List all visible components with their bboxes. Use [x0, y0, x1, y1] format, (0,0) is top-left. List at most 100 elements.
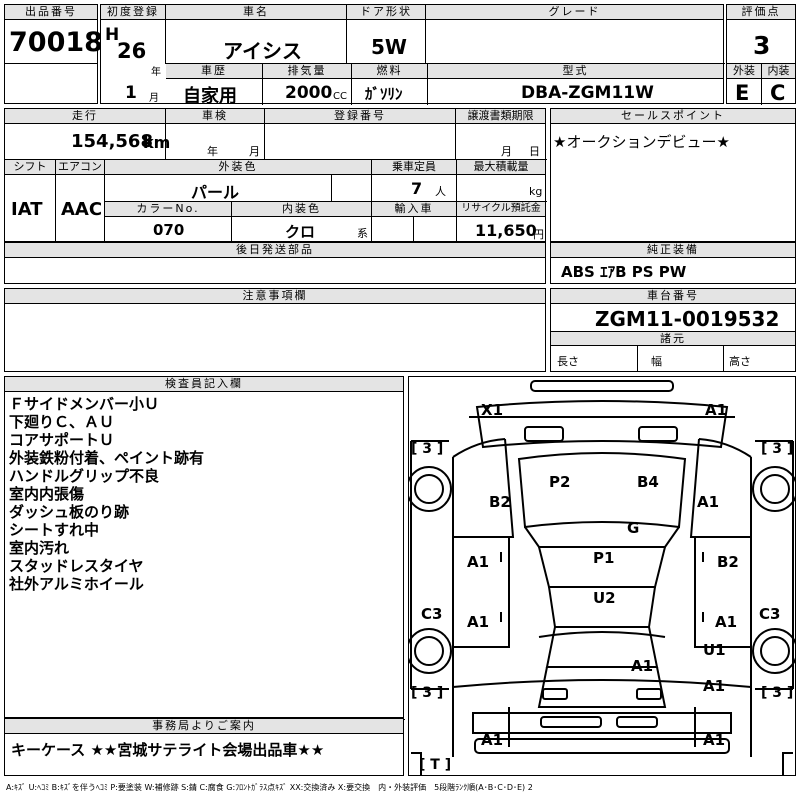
persons-suffix: 人	[435, 185, 446, 198]
legend: A:ｷｽﾞ U:ﾍｺﾐ B:ｷｽﾞを伴うﾍｺﾐ P:要塗装 W:補修跡 S:錆 …	[6, 783, 533, 792]
car-outline	[409, 380, 795, 775]
label-A1-rear-right: A1	[703, 677, 726, 695]
year-suffix: 年	[151, 67, 161, 78]
chassis-box: 車台番号 ZGM11-0019532 諸元 長さ 幅 高さ	[550, 288, 796, 372]
km-suffix: km	[143, 133, 171, 152]
transfer-day-suffix: 日	[529, 145, 540, 158]
first-reg-month: 1	[125, 83, 137, 103]
inspector-note: コアサポートＵ	[9, 431, 115, 449]
color-no-header: カラーNo.	[105, 202, 231, 217]
label-U1: U1	[703, 641, 726, 659]
model-header: 型式	[428, 64, 723, 79]
recycle-header: リサイクル預託金	[457, 202, 545, 217]
cc-suffix: CC	[333, 91, 347, 102]
aircon: AAC	[61, 199, 103, 220]
label-B4: B4	[637, 473, 659, 491]
displacement-header: 排気量	[263, 64, 351, 79]
era: H	[105, 25, 120, 45]
equipment-header: 純正装備	[551, 243, 795, 258]
label-B2-left: B2	[489, 493, 511, 511]
equipment-box: 純正装備 ABS ｴｱB PS PW	[550, 242, 796, 284]
tire-rr-score: [ 3 ]	[761, 685, 794, 701]
spare-tire-score: [ T ]	[419, 757, 452, 773]
label-U2: U2	[593, 589, 616, 607]
interior-score: C	[770, 81, 786, 105]
transfer-header: 譲渡書類期限	[456, 109, 545, 124]
chassis-number: ZGM11-0019532	[595, 307, 780, 331]
transfer-month-suffix: 月	[501, 145, 512, 158]
office-note: キーケース ★★宮城サテライト会場出品車★★	[11, 741, 325, 759]
notes-header: 注意事項欄	[5, 289, 545, 304]
capacity: 7	[411, 179, 423, 198]
chassis-header: 車台番号	[551, 289, 795, 304]
model-code: DBA-ZGM11W	[521, 83, 654, 103]
max-load-header: 最大積載量	[457, 160, 545, 175]
inspector-note: 室内汚れ	[9, 539, 70, 557]
first-reg-year: 26	[117, 39, 147, 63]
lot-number-header: 出品番号	[5, 5, 97, 20]
width-label: 幅	[651, 355, 662, 368]
office-header: 事務局よりご案内	[5, 719, 403, 734]
label-A1-roof: A1	[631, 657, 654, 675]
month-suffix: 月	[149, 93, 159, 104]
tire-fl-score: [ 3 ]	[411, 441, 444, 457]
first-reg-header: 初度登録	[101, 5, 165, 20]
inspector-note: ダッシュ板のり跡	[9, 503, 130, 521]
later-parts-header: 後日発送部品	[5, 243, 545, 258]
label-A1-left-rear: A1	[467, 613, 490, 631]
label-A1-bumper-left: A1	[481, 731, 504, 749]
aircon-header: エアコン	[56, 160, 104, 175]
vehicle-info-box: 初度登録 車名 ドア形状 グレード H 26 年 アイシス 5W 車歴 排気量 …	[100, 4, 725, 107]
label-C3-left: C3	[421, 605, 443, 623]
sales-point: ★オークションデビュー★	[553, 133, 730, 151]
label-B2-right: B2	[717, 553, 739, 571]
inspector-note: ハンドルグリップ不良	[9, 467, 160, 485]
tire-rl-score: [ 3 ]	[411, 685, 444, 701]
exterior-score: E	[735, 81, 750, 105]
color-no: 070	[153, 221, 185, 239]
lot-number-box: 出品番号 70018	[4, 4, 103, 104]
inspector-note: 下廻りＣ、ＡＵ	[9, 413, 115, 431]
exterior-header: 外装	[727, 64, 761, 79]
lot-number: 70018	[9, 27, 103, 58]
inspection-header: 車検	[166, 109, 264, 124]
label-G: G	[627, 519, 640, 537]
interior-header: 内装	[762, 64, 795, 79]
later-parts-box: 後日発送部品	[4, 242, 546, 284]
import-header: 輸入車	[372, 202, 456, 217]
int-color: クロ	[285, 223, 316, 241]
history-header: 車歴	[166, 64, 262, 79]
ext-color: パール	[191, 183, 240, 202]
score-box: 評価点 3 外装 内装 E C	[726, 4, 796, 105]
inspector-note: シートすれ中	[9, 521, 100, 539]
sales-point-header: セールスポイント	[551, 109, 795, 124]
insp-month-suffix: 月	[249, 145, 260, 158]
kg-suffix: kg	[529, 185, 543, 198]
notes-box: 注意事項欄	[4, 288, 546, 372]
inspector-note: 外装鉄粉付着、ペイント跡有	[9, 449, 205, 467]
damage-diagram: X1 A1 [ 3 ] [ 3 ] P2 B4 B2 A1 G A1 P1 B2…	[408, 376, 796, 776]
tire-fr-score: [ 3 ]	[761, 441, 794, 457]
label-X1: X1	[481, 401, 504, 419]
mileage: 154,568	[71, 131, 153, 152]
inspector-notes: Ｆサイドメンバー小Ｕ 下廻りＣ、ＡＵ コアサポートＵ 外装鉄粉付着、ペイント跡有…	[9, 395, 204, 593]
ext-color-header: 外装色	[105, 160, 371, 175]
equipment: ABS ｴｱB PS PW	[561, 263, 687, 281]
plate-header: 登録番号	[265, 109, 455, 124]
fuel-header: 燃料	[352, 64, 427, 79]
length-label: 長さ	[557, 355, 579, 368]
door-type-header: ドア形状	[347, 5, 425, 20]
label-A1-right-rear: A1	[715, 613, 738, 631]
inspector-note: Ｆサイドメンバー小Ｕ	[9, 395, 160, 413]
label-A1-right-front: A1	[697, 493, 720, 511]
mileage-header: 走行	[5, 109, 165, 124]
label-P2: P2	[549, 473, 571, 491]
car-name: アイシス	[223, 39, 302, 63]
history: 自家用	[183, 86, 237, 107]
label-A1-bumper-right: A1	[703, 731, 726, 749]
label-P1: P1	[593, 549, 615, 567]
yen-suffix: 円	[533, 228, 544, 241]
height-label: 高さ	[729, 355, 751, 368]
recycle-fee: 11,650	[475, 221, 537, 240]
kei-suffix: 系	[357, 227, 368, 240]
